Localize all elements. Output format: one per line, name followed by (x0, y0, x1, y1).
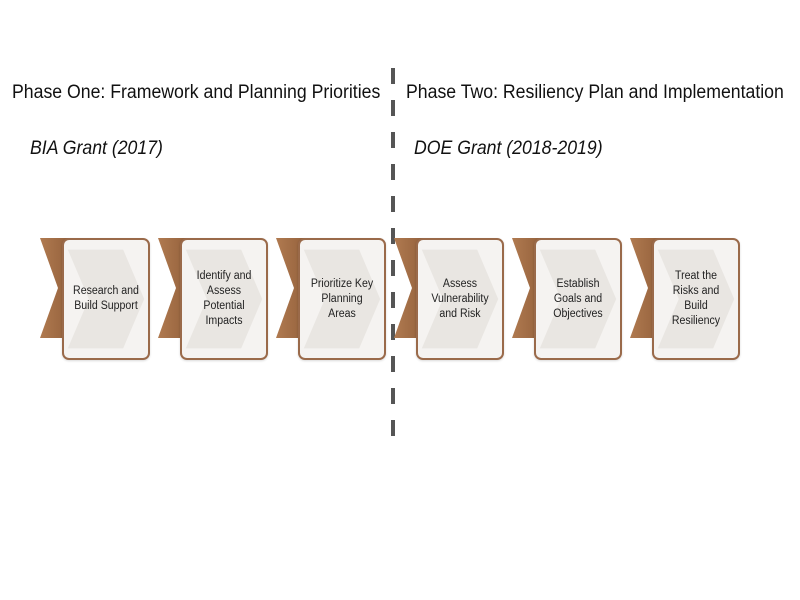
process-step-2: Identify and Assess Potential Impacts (180, 238, 268, 360)
process-step-4: Assess Vulnerability and Risk (416, 238, 504, 360)
phase-one-title: Phase One: Framework and Planning Priori… (12, 82, 381, 103)
process-step-1: Research and Build Support (62, 238, 150, 360)
step-arrow-background (421, 249, 499, 349)
phase-divider-line (391, 68, 395, 452)
process-step-label: Research and Build Support (73, 285, 139, 312)
process-step-label: Prioritize Key Planning Areas (310, 277, 374, 320)
phase-two-grant: DOE Grant (2018-2019) (414, 138, 603, 159)
process-step-6: Treat the Risks and Build Resiliency (652, 238, 740, 360)
step-arrow-background (67, 249, 145, 349)
process-step-label: Identify and Assess Potential Impacts (196, 270, 252, 327)
step-arrow-background (185, 249, 263, 349)
process-step-5: Establish Goals and Objectives (534, 238, 622, 360)
process-step-label: Establish Goals and Objectives (553, 277, 603, 320)
process-step-label: Treat the Risks and Build Resiliency (671, 270, 721, 327)
step-arrow-background (303, 249, 381, 349)
phase-one-grant: BIA Grant (2017) (30, 138, 163, 159)
phase-two-title: Phase Two: Resiliency Plan and Implement… (406, 82, 784, 103)
step-arrow-background (539, 249, 617, 349)
process-step-3: Prioritize Key Planning Areas (298, 238, 386, 360)
step-arrow-background (657, 249, 735, 349)
process-step-label: Assess Vulnerability and Risk (431, 277, 489, 320)
